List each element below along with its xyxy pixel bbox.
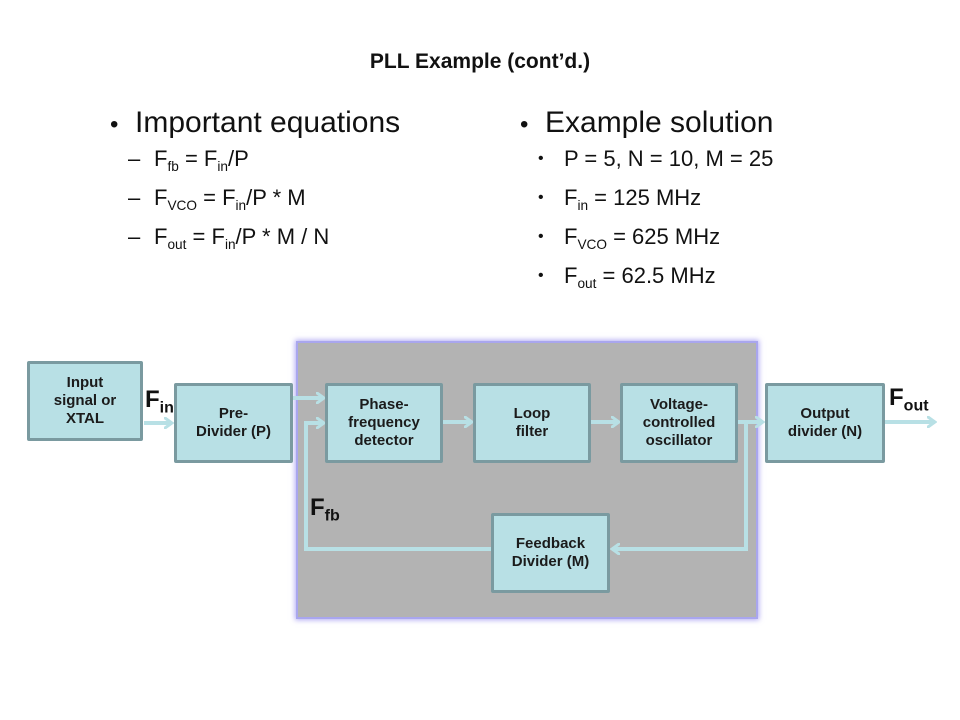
solution-item-fin: • Fin = 125 MHz — [538, 185, 702, 213]
equation-vco: – FVCO = Fin/P * M — [128, 185, 400, 224]
equation-text: FVCO = Fin/P * M — [154, 185, 306, 213]
solution-heading: Example solution — [545, 106, 774, 139]
solution-item-fvco: • FVCO = 625 MHz — [538, 224, 721, 252]
bullet: • — [538, 189, 544, 206]
equation-fb: – Ffb = Fin/P — [128, 146, 400, 185]
equations-heading-row: • Important equations — [110, 106, 400, 146]
label-ffb: Ffb — [310, 494, 340, 525]
solution-heading-row: • Example solution — [520, 106, 773, 146]
slide-title: PLL Example (cont’d.) — [369, 50, 591, 73]
block-pre-divider: Pre-Divider (P) — [174, 383, 293, 463]
equations-column: • Important equations – Ffb = Fin/P – FV… — [110, 106, 400, 263]
equation-text: Fout = Fin/P * M / N — [154, 224, 330, 252]
wire-vco-to-feedback — [612, 422, 748, 549]
dash: – — [128, 224, 141, 249]
label-fout: Fout — [889, 384, 929, 415]
equations-heading: Important equations — [135, 106, 401, 139]
bullet: • — [110, 111, 119, 138]
bullet: • — [520, 111, 529, 138]
solution-column: • Example solution • P = 5, N = 10, M = … — [520, 106, 773, 302]
dash: – — [128, 146, 141, 171]
bullet: • — [538, 267, 544, 284]
dash: – — [128, 185, 141, 210]
wire-feedback-to-pfd — [304, 423, 605, 551]
equation-out: – Fout = Fin/P * M / N — [128, 224, 400, 263]
solution-item-fout: • Fout = 62.5 MHz — [538, 263, 716, 291]
label-fin: Fin — [145, 386, 174, 417]
equation-text: Ffb = Fin/P — [154, 146, 249, 174]
bullet: • — [538, 150, 544, 167]
bullet: • — [538, 228, 544, 245]
solution-item-params: • P = 5, N = 10, M = 25 — [538, 146, 774, 171]
